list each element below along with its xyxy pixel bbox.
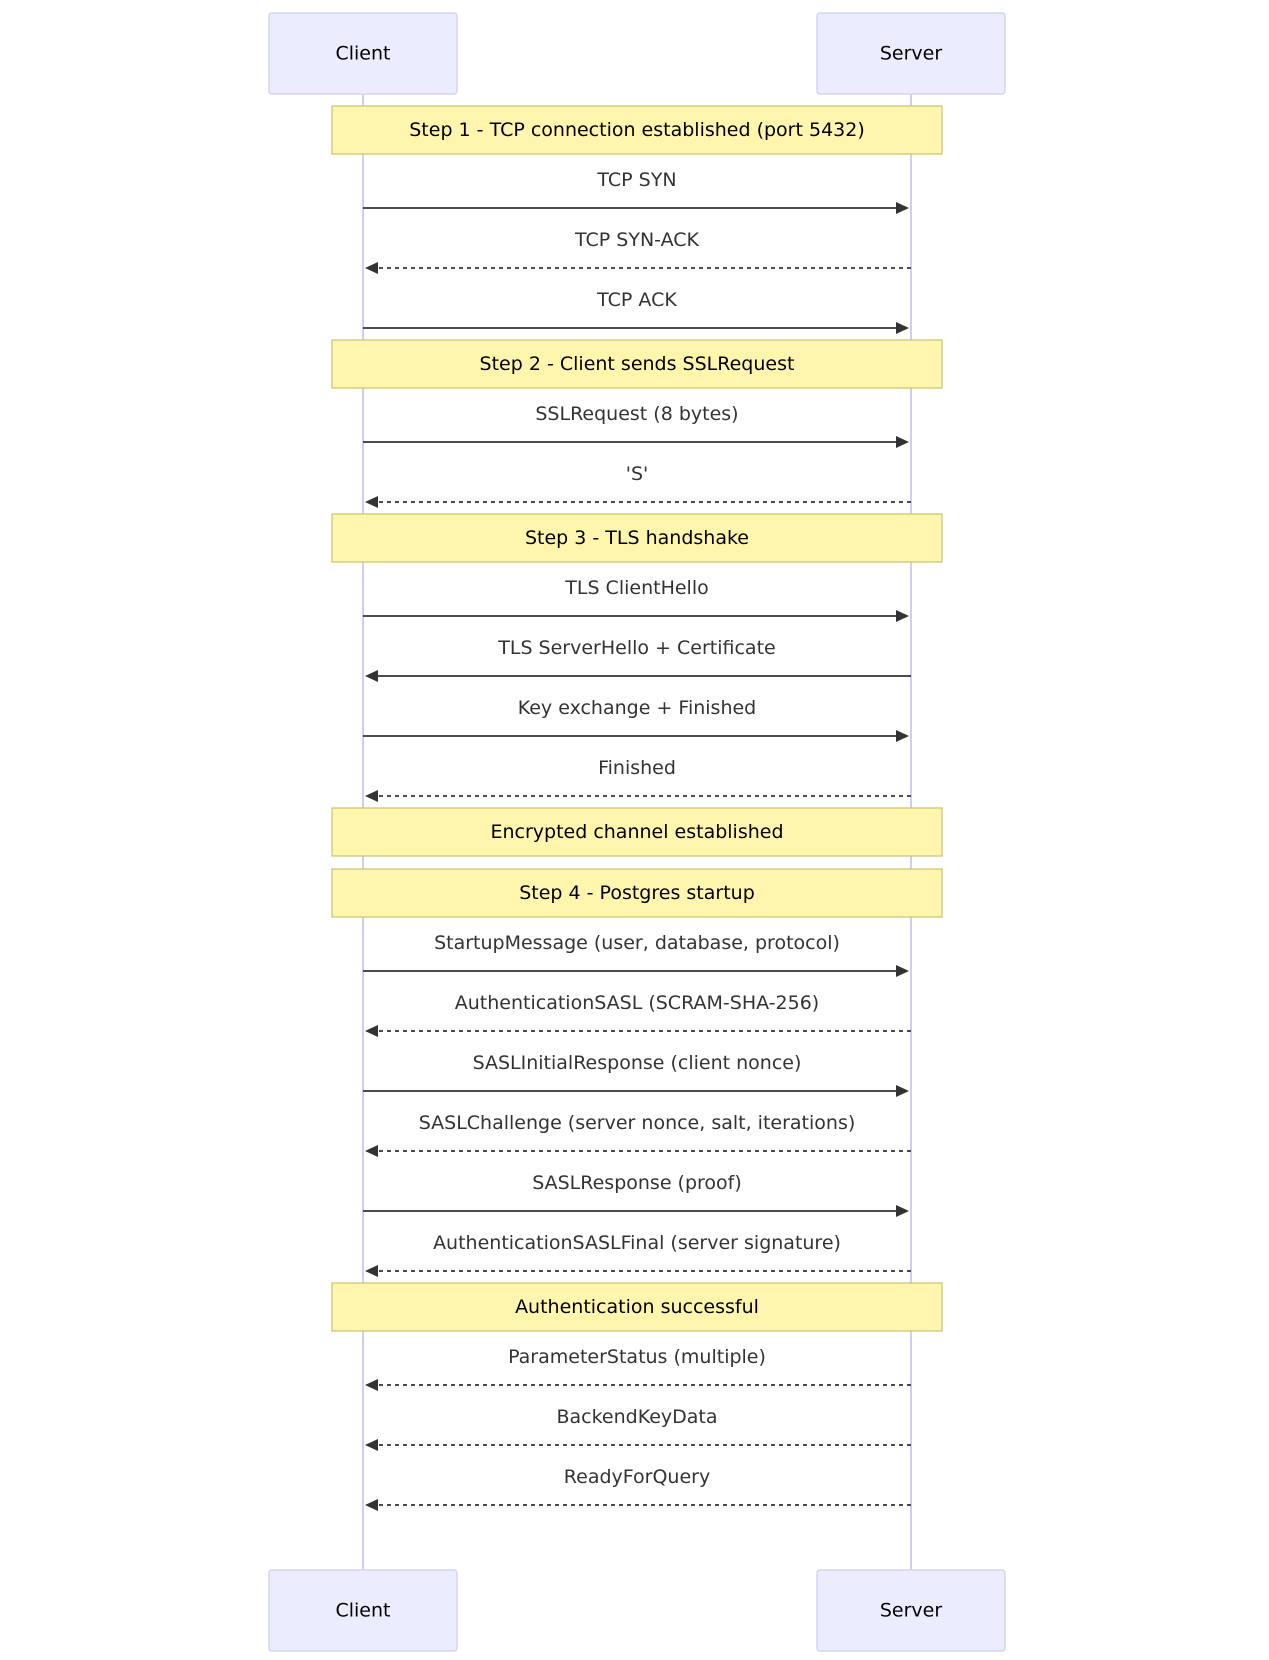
message-label: Finished [598,757,676,779]
message: SASLChallenge (server nonce, salt, itera… [365,1112,911,1157]
actor-server-bottom[interactable]: Server [816,1569,1006,1652]
arrowhead-icon [896,1085,909,1097]
actors-top: Client Server [268,12,1006,95]
message: AuthenticationSASL (SCRAM-SHA-256) [365,992,911,1037]
arrowhead-icon [365,262,378,274]
message: ParameterStatus (multiple) [365,1346,911,1391]
message: SSLRequest (8 bytes) [363,403,909,448]
note-box [331,105,943,155]
arrowhead-icon [896,965,909,977]
arrowhead-icon [365,496,378,508]
message-label: BackendKeyData [556,1406,717,1428]
message-label: AuthenticationSASL (SCRAM-SHA-256) [455,992,819,1014]
message-label: StartupMessage (user, database, protocol… [434,932,840,954]
actor-label: Server [880,43,942,65]
note-box [331,513,943,563]
message: TCP SYN [363,169,909,214]
message: 'S' [365,463,911,508]
message-label: ReadyForQuery [564,1466,710,1488]
note: Step 2 - Client sends SSLRequest [331,339,943,389]
actors-bottom: Client Server [268,1569,1006,1652]
actor-box [816,12,1006,95]
actor-label: Client [335,43,390,65]
arrowhead-icon [896,436,909,448]
message-label: SSLRequest (8 bytes) [535,403,738,425]
sequence-steps: Step 1 - TCP connection established (por… [331,105,943,1511]
message-label: TCP SYN-ACK [574,229,700,251]
message-label: TCP SYN [596,169,676,191]
message-label: SASLInitialResponse (client nonce) [473,1052,802,1074]
message-label: AuthenticationSASLFinal (server signatur… [433,1232,841,1254]
actor-label: Client [335,1600,390,1622]
note-label: Step 4 - Postgres startup [519,882,755,904]
message: SASLInitialResponse (client nonce) [363,1052,909,1097]
message-label: TLS ServerHello + Certificate [497,637,775,659]
message-label: SASLResponse (proof) [532,1172,742,1194]
actor-box [268,1569,458,1652]
note: Step 4 - Postgres startup [331,868,943,918]
actor-box [816,1569,1006,1652]
note: Step 3 - TLS handshake [331,513,943,563]
note: Encrypted channel established [331,807,943,857]
note-box [331,807,943,857]
message: TCP ACK [363,289,909,334]
message: StartupMessage (user, database, protocol… [363,932,909,977]
message-label: 'S' [626,463,649,485]
note-label: Authentication successful [515,1296,759,1318]
message: TLS ClientHello [363,577,909,622]
note-box [331,868,943,918]
message-label: SASLChallenge (server nonce, salt, itera… [419,1112,856,1134]
note-label: Step 1 - TCP connection established (por… [409,119,865,141]
message: Finished [365,757,911,802]
note-label: Encrypted channel established [490,821,783,843]
actor-label: Server [880,1600,942,1622]
actor-client-bottom[interactable]: Client [268,1569,458,1652]
note-box [331,339,943,389]
arrowhead-icon [896,610,909,622]
arrowhead-icon [365,1439,378,1451]
message-label: TCP ACK [596,289,677,311]
message: Key exchange + Finished [363,697,909,742]
arrowhead-icon [365,670,378,682]
arrowhead-icon [896,202,909,214]
arrowhead-icon [896,322,909,334]
message: BackendKeyData [365,1406,911,1451]
message: AuthenticationSASLFinal (server signatur… [365,1232,911,1277]
actor-box [268,12,458,95]
note: Step 1 - TCP connection established (por… [331,105,943,155]
arrowhead-icon [365,1025,378,1037]
note-box [331,1282,943,1332]
arrowhead-icon [365,1499,378,1511]
actor-client-top[interactable]: Client [268,12,458,95]
arrowhead-icon [365,1145,378,1157]
message: ReadyForQuery [365,1466,911,1511]
arrowhead-icon [365,790,378,802]
arrowhead-icon [365,1379,378,1391]
note-label: Step 3 - TLS handshake [525,527,749,549]
arrowhead-icon [896,1205,909,1217]
note-label: Step 2 - Client sends SSLRequest [480,353,795,375]
arrowhead-icon [896,730,909,742]
message-label: ParameterStatus (multiple) [508,1346,766,1368]
message: TLS ServerHello + Certificate [365,637,911,682]
actor-server-top[interactable]: Server [816,12,1006,95]
message-label: Key exchange + Finished [518,697,757,719]
arrowhead-icon [365,1265,378,1277]
message: SASLResponse (proof) [363,1172,909,1217]
message: TCP SYN-ACK [365,229,911,274]
note: Authentication successful [331,1282,943,1332]
message-label: TLS ClientHello [564,577,708,599]
